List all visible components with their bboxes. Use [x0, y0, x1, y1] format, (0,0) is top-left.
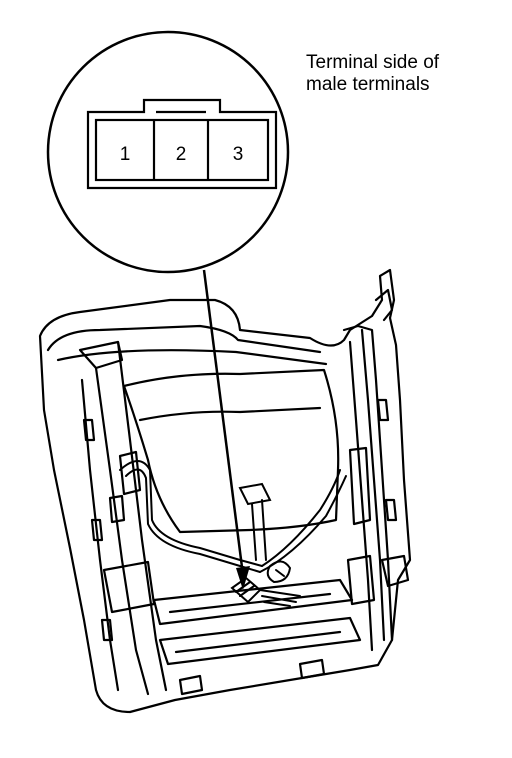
callout-circle — [46, 30, 290, 274]
leader-arrow — [202, 269, 250, 590]
pin-1-label: 1 — [120, 144, 131, 165]
caption-line-1: Terminal side of — [306, 52, 440, 73]
caption-line-2: male terminals — [306, 74, 430, 95]
pin-2-label: 2 — [176, 144, 187, 165]
seat-frame — [38, 268, 412, 714]
pin-3-label: 3 — [233, 144, 244, 165]
connector-face — [86, 98, 278, 190]
connector-caption: Terminal side of male terminals — [306, 52, 439, 96]
wiring-harness — [119, 460, 347, 607]
